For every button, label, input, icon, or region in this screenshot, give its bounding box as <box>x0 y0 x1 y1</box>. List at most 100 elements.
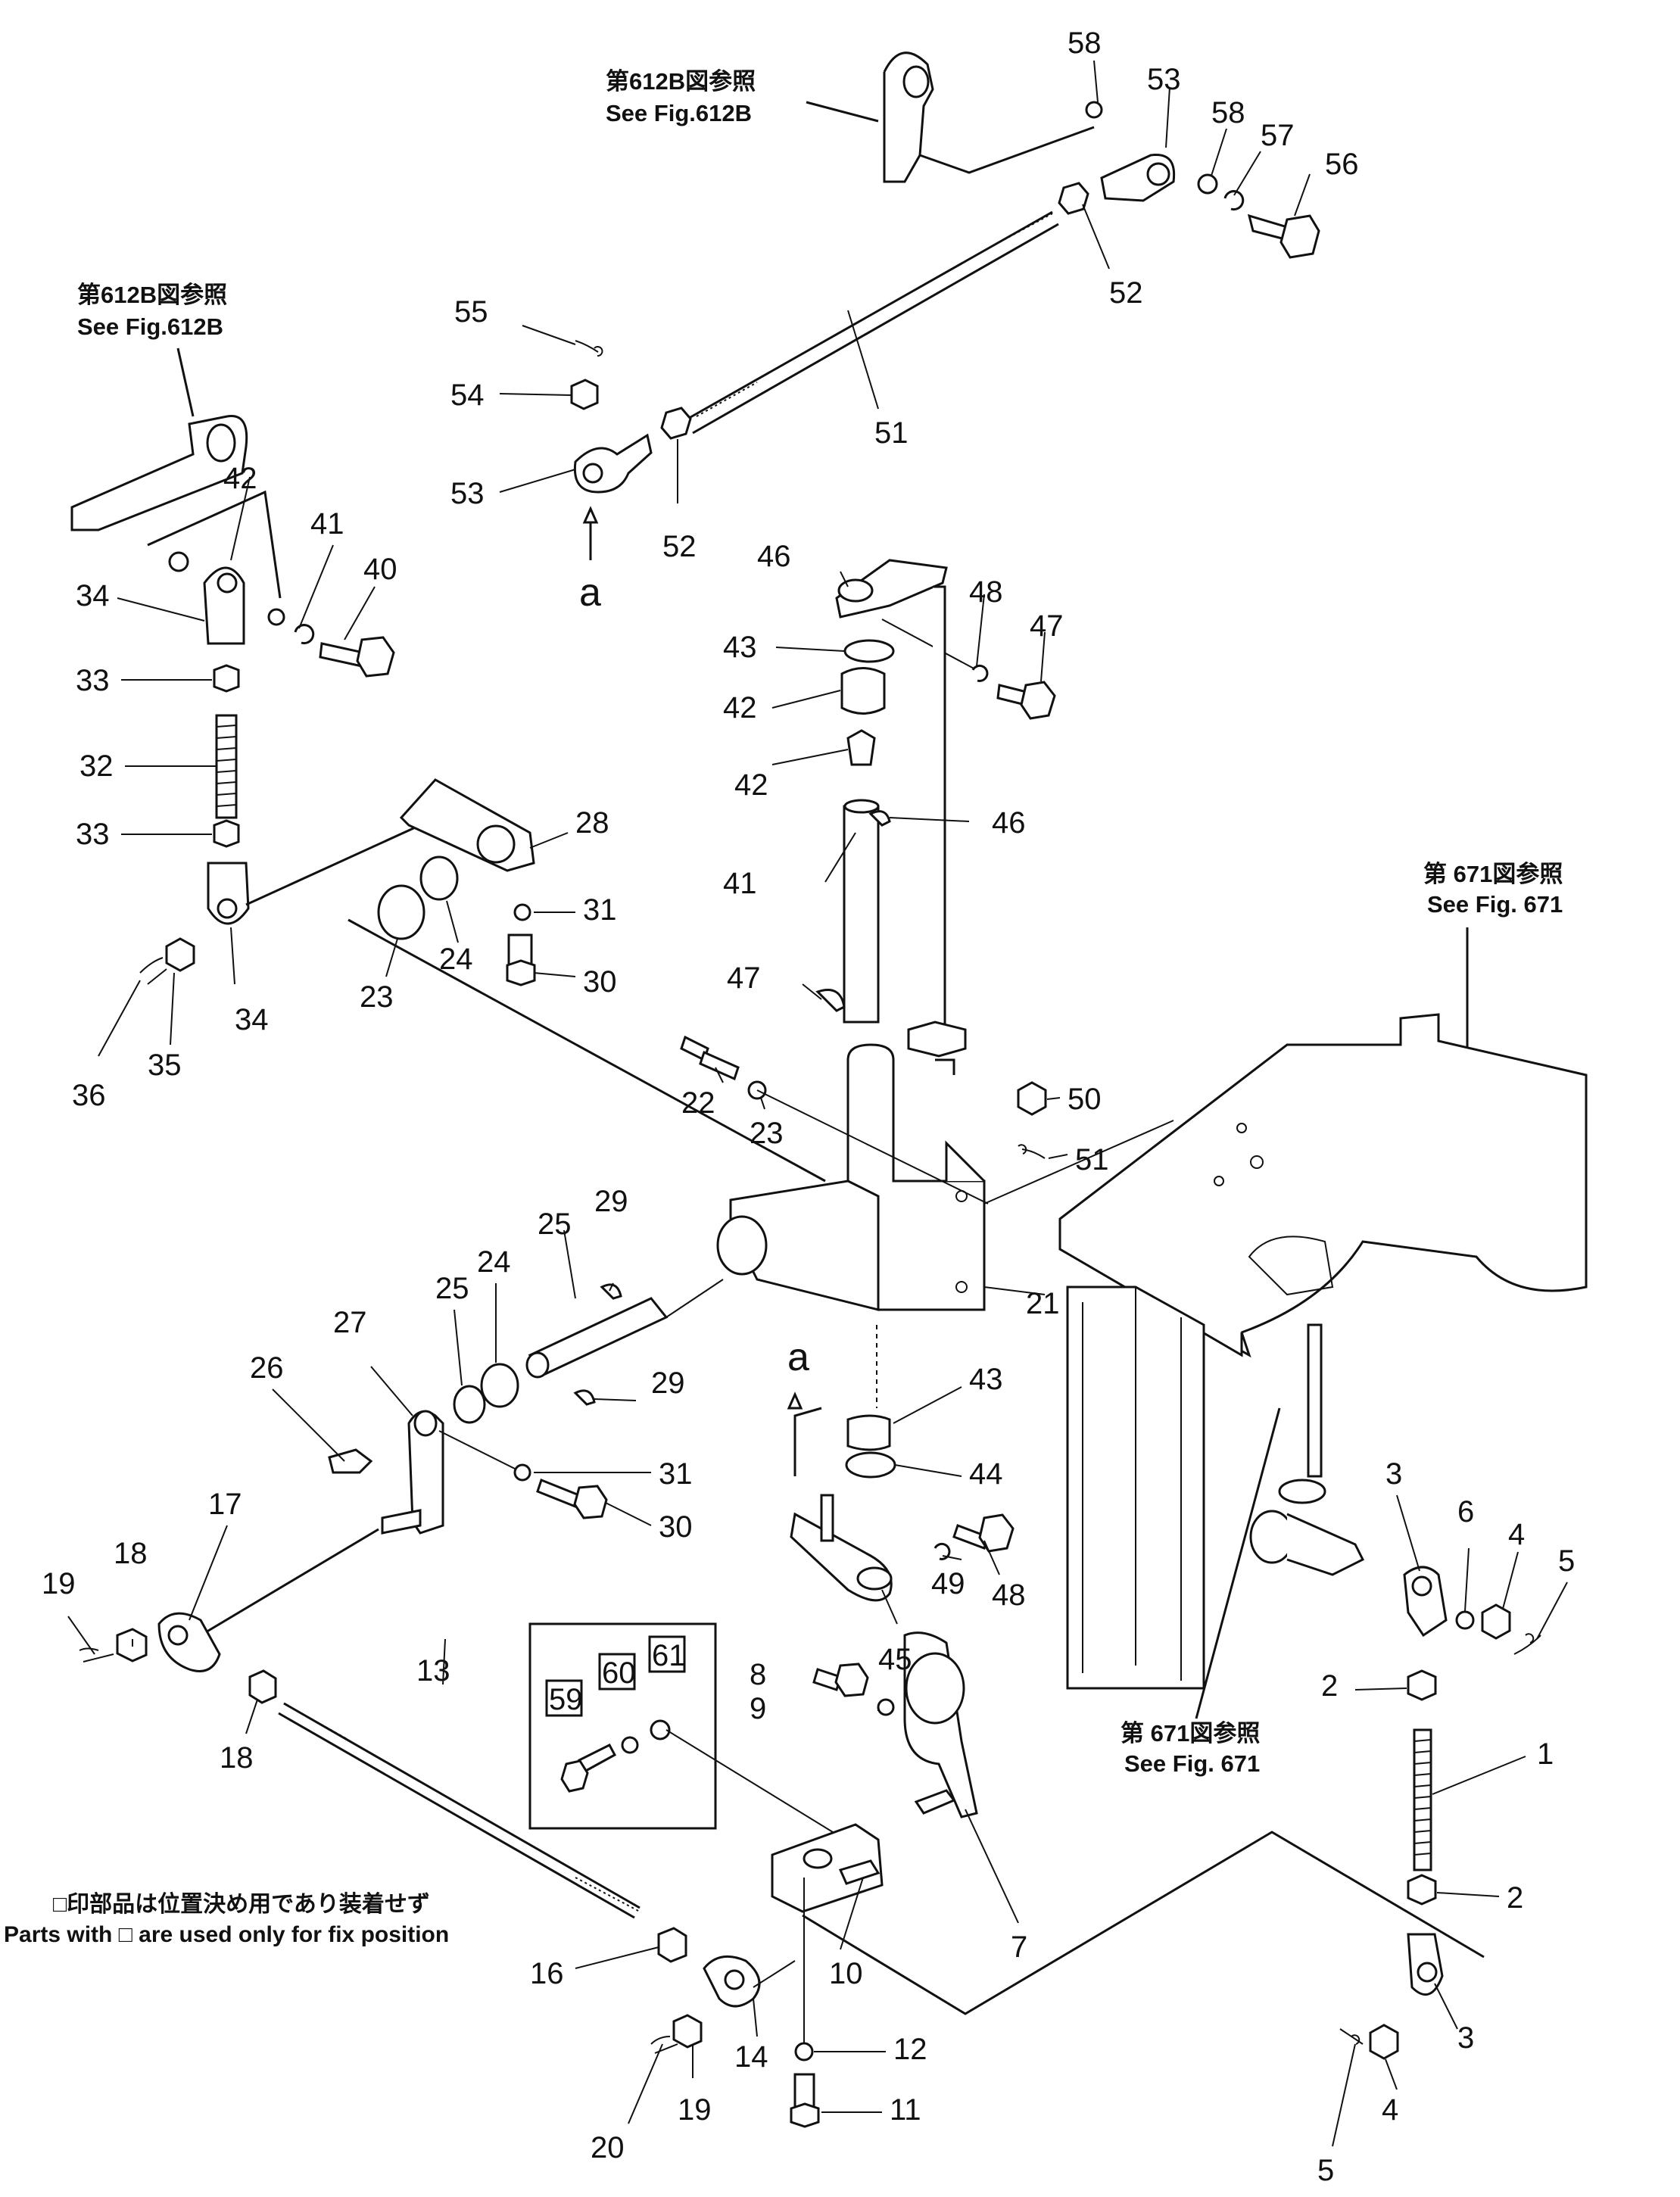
bolt-59-head <box>560 1759 589 1793</box>
pin-36 <box>139 957 167 985</box>
rod-end-3-top-eye <box>1411 1575 1432 1597</box>
lockwasher-57 <box>1223 190 1245 211</box>
stud-32 <box>215 714 238 819</box>
callout-37: 40 <box>363 553 397 586</box>
callout-43b: 44 <box>969 1457 1003 1491</box>
callout-56: 56 <box>1325 148 1359 181</box>
key-29-top <box>600 1283 622 1300</box>
explode-line-48 <box>881 619 977 671</box>
callout-20: 21 <box>1026 1287 1060 1320</box>
clamp-7-ring <box>905 1652 965 1725</box>
rod-13-thread <box>283 1703 641 1912</box>
nut-52-left <box>660 407 692 440</box>
callout-39: 42 <box>223 462 257 495</box>
fig671-arm <box>1286 1513 1365 1576</box>
bolt-30-top-head <box>506 959 536 986</box>
lever-left-boss <box>206 423 236 463</box>
nut-54 <box>570 379 599 410</box>
nut-33-bottom <box>213 819 240 848</box>
callout-45: 46 <box>757 540 791 573</box>
explode-line-14 <box>753 1960 796 1988</box>
bracket-20-edge <box>935 1058 955 1075</box>
post-45-bolt <box>933 585 946 1039</box>
callout-21: 22 <box>681 1086 715 1120</box>
callout-50: 51 <box>1075 1143 1109 1176</box>
lever-28-boss <box>476 824 516 864</box>
bolt-56-head <box>1279 214 1320 259</box>
shaft-25-end <box>525 1351 550 1379</box>
nut-2-bottom <box>1407 1874 1437 1906</box>
callout-11: 11 <box>890 2093 921 2127</box>
stud-1-thread <box>1414 1739 1432 1856</box>
pin-41 <box>846 729 876 766</box>
rod-51 <box>684 210 1059 435</box>
right-ref-en: See Fig. 671 <box>1427 891 1563 918</box>
callout-47b: 48 <box>992 1578 1026 1612</box>
callout-34: 34 <box>76 579 110 612</box>
bearing-23-bottom <box>480 1363 519 1408</box>
callout-8: 8 <box>750 1658 766 1691</box>
nut-33-top <box>213 664 240 693</box>
box-60-label: 60 <box>602 1656 636 1690</box>
lever-28 <box>399 778 535 872</box>
callout-24b: 25 <box>435 1272 469 1305</box>
arrow-a-top-head <box>582 506 599 524</box>
leader-lines <box>67 60 1568 2147</box>
nut-4-bottom <box>1369 2024 1399 2060</box>
callout-48b: 49 <box>931 1567 965 1600</box>
plate-10-hole <box>803 1848 833 1869</box>
callout-40: 41 <box>723 867 757 900</box>
bottom-ref-jp: 第 671図参照 <box>1121 1720 1260 1747</box>
seal-43-top <box>843 639 895 663</box>
bolt-10-stud <box>838 1859 881 1885</box>
bolt-21-shank <box>699 1050 740 1081</box>
circlip-48-bottom <box>934 1542 951 1560</box>
bolt-8-head <box>834 1663 869 1697</box>
box-61-label: 61 <box>652 1639 686 1672</box>
washer-31-bottom <box>513 1463 531 1482</box>
callout-41: 42 <box>734 768 768 802</box>
box-59-label: 59 <box>549 1683 583 1716</box>
bearing-24-top <box>419 855 459 901</box>
seal-43-bottom <box>845 1451 896 1479</box>
callout-18b: 19 <box>678 2093 712 2127</box>
pin-19-left <box>79 1647 114 1663</box>
washer-9 <box>877 1698 895 1716</box>
bolt-44-stud <box>820 1494 834 1542</box>
callout-34b: 34 <box>235 1003 269 1036</box>
explode-line-frame <box>983 1120 1174 1204</box>
top-ref-arrow <box>806 101 879 123</box>
callout-1: 1 <box>1537 1737 1554 1771</box>
callout-48: 48 <box>969 575 1003 609</box>
callout-32: 32 <box>79 749 114 783</box>
callout-2b: 2 <box>1507 1881 1523 1915</box>
bolt-30-bottom <box>536 1479 581 1508</box>
stud-1 <box>1413 1728 1432 1871</box>
callout-26: 26 <box>250 1351 284 1385</box>
top-ref-jp: 第612B図参照 <box>606 68 756 95</box>
bracket-20-post <box>846 1043 986 1311</box>
bolt-8-shank <box>812 1668 842 1691</box>
callout-24: 24 <box>439 943 473 976</box>
bolt-47-bottom <box>952 1524 990 1550</box>
callout-55: 55 <box>454 295 488 329</box>
fig671-hub <box>1249 1510 1295 1564</box>
rod-end-3-bottom-eye <box>1417 1962 1438 1983</box>
callout-3b: 3 <box>1457 2021 1474 2055</box>
explode-line-27 <box>438 1430 523 1473</box>
callout-6: 6 <box>1457 1495 1474 1529</box>
rod-end-53-top-eye <box>1146 162 1170 186</box>
callout-10: 10 <box>829 1957 863 1990</box>
arrow-a-top-letter: a <box>579 571 601 615</box>
callout-33: 33 <box>76 664 110 697</box>
bearing-23-top <box>377 884 425 940</box>
lever-27-boss <box>413 1410 438 1437</box>
pin-5-bottom <box>1339 2028 1364 2045</box>
callout-42: 42 <box>723 691 757 725</box>
bracket-20-flange <box>893 1140 986 1183</box>
explode-line-16 <box>200 1528 379 1637</box>
fig671-shaft <box>1307 1323 1323 1478</box>
box-61-frame <box>648 1635 686 1673</box>
explode-line-61 <box>665 1729 834 1833</box>
lever-left-fig612b <box>70 415 248 531</box>
